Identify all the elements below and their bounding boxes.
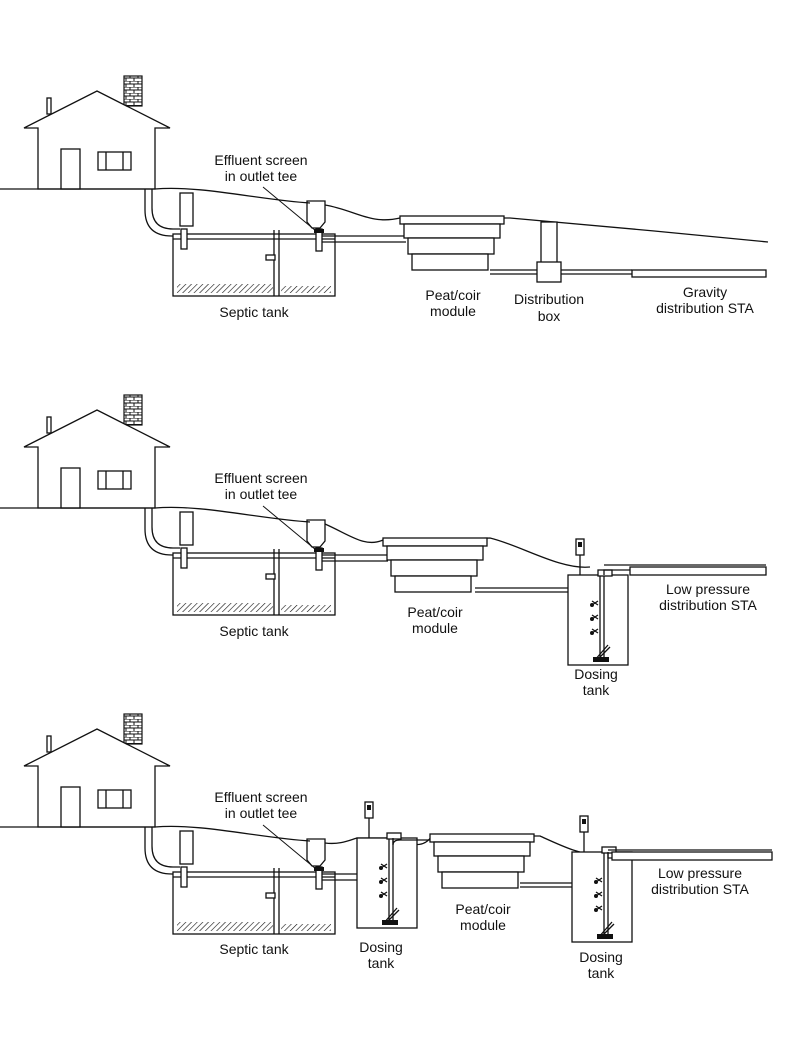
label-dosing: Dosing xyxy=(579,949,623,965)
label-effluent-screen: Effluent screen xyxy=(214,470,307,486)
label-gravity-sta: distribution STA xyxy=(656,300,754,316)
peat-module-drawing xyxy=(429,833,535,889)
label-module: module xyxy=(430,303,476,319)
dosing-tank-drawing xyxy=(356,801,418,929)
label-module: module xyxy=(412,620,458,636)
dosing-tank-drawing xyxy=(571,815,633,943)
label-distribution: Distribution xyxy=(514,291,584,307)
gravity-sta-pipe xyxy=(631,269,767,278)
label-gravity: Gravity xyxy=(683,284,727,300)
label-outlet-tee: in outlet tee xyxy=(225,486,298,502)
label-tank: tank xyxy=(588,965,615,981)
label-outlet-tee: in outlet tee xyxy=(225,168,298,184)
peat-module-drawing xyxy=(399,215,505,271)
distribution-box-drawing xyxy=(490,221,632,283)
label-dosing: Dosing xyxy=(574,666,618,682)
panel-low-pressure-system: Effluent screen in outlet tee Septic tan… xyxy=(0,394,767,698)
panel-dual-dosing-system: Effluent screen in outlet tee Septic tan… xyxy=(0,713,773,981)
low-pressure-sta-pipe xyxy=(611,851,773,861)
label-peat-coir: Peat/coir xyxy=(407,604,463,620)
septic-tank-drawing xyxy=(144,186,336,297)
label-tank: tank xyxy=(368,955,395,971)
label-septic-tank: Septic tank xyxy=(219,623,289,639)
label-septic-tank: Septic tank xyxy=(219,941,289,957)
label-tank: tank xyxy=(583,682,610,698)
panel-gravity-system: Effluent screen in outlet tee Septic tan… xyxy=(0,75,769,324)
house-icon xyxy=(0,394,171,509)
label-low-pressure-sta: distribution STA xyxy=(659,597,757,613)
label-low-pressure-sta: distribution STA xyxy=(651,881,749,897)
label-peat-coir: Peat/coir xyxy=(455,901,511,917)
house-icon xyxy=(0,713,171,828)
house-icon xyxy=(0,75,171,190)
label-effluent-screen: Effluent screen xyxy=(214,789,307,805)
dosing-tank-drawing xyxy=(567,538,629,666)
low-pressure-sta-pipe xyxy=(629,566,767,576)
label-dosing: Dosing xyxy=(359,939,403,955)
label-septic-tank: Septic tank xyxy=(219,304,289,320)
label-low-pressure: Low pressure xyxy=(666,581,750,597)
label-box: box xyxy=(538,308,561,324)
septic-tank-drawing xyxy=(144,505,336,616)
label-peat-coir: Peat/coir xyxy=(425,287,481,303)
label-low-pressure: Low pressure xyxy=(658,865,742,881)
peat-module-drawing xyxy=(382,537,488,593)
label-module: module xyxy=(460,917,506,933)
label-effluent-screen: Effluent screen xyxy=(214,152,307,168)
label-outlet-tee: in outlet tee xyxy=(225,805,298,821)
septic-tank-drawing xyxy=(144,824,336,935)
